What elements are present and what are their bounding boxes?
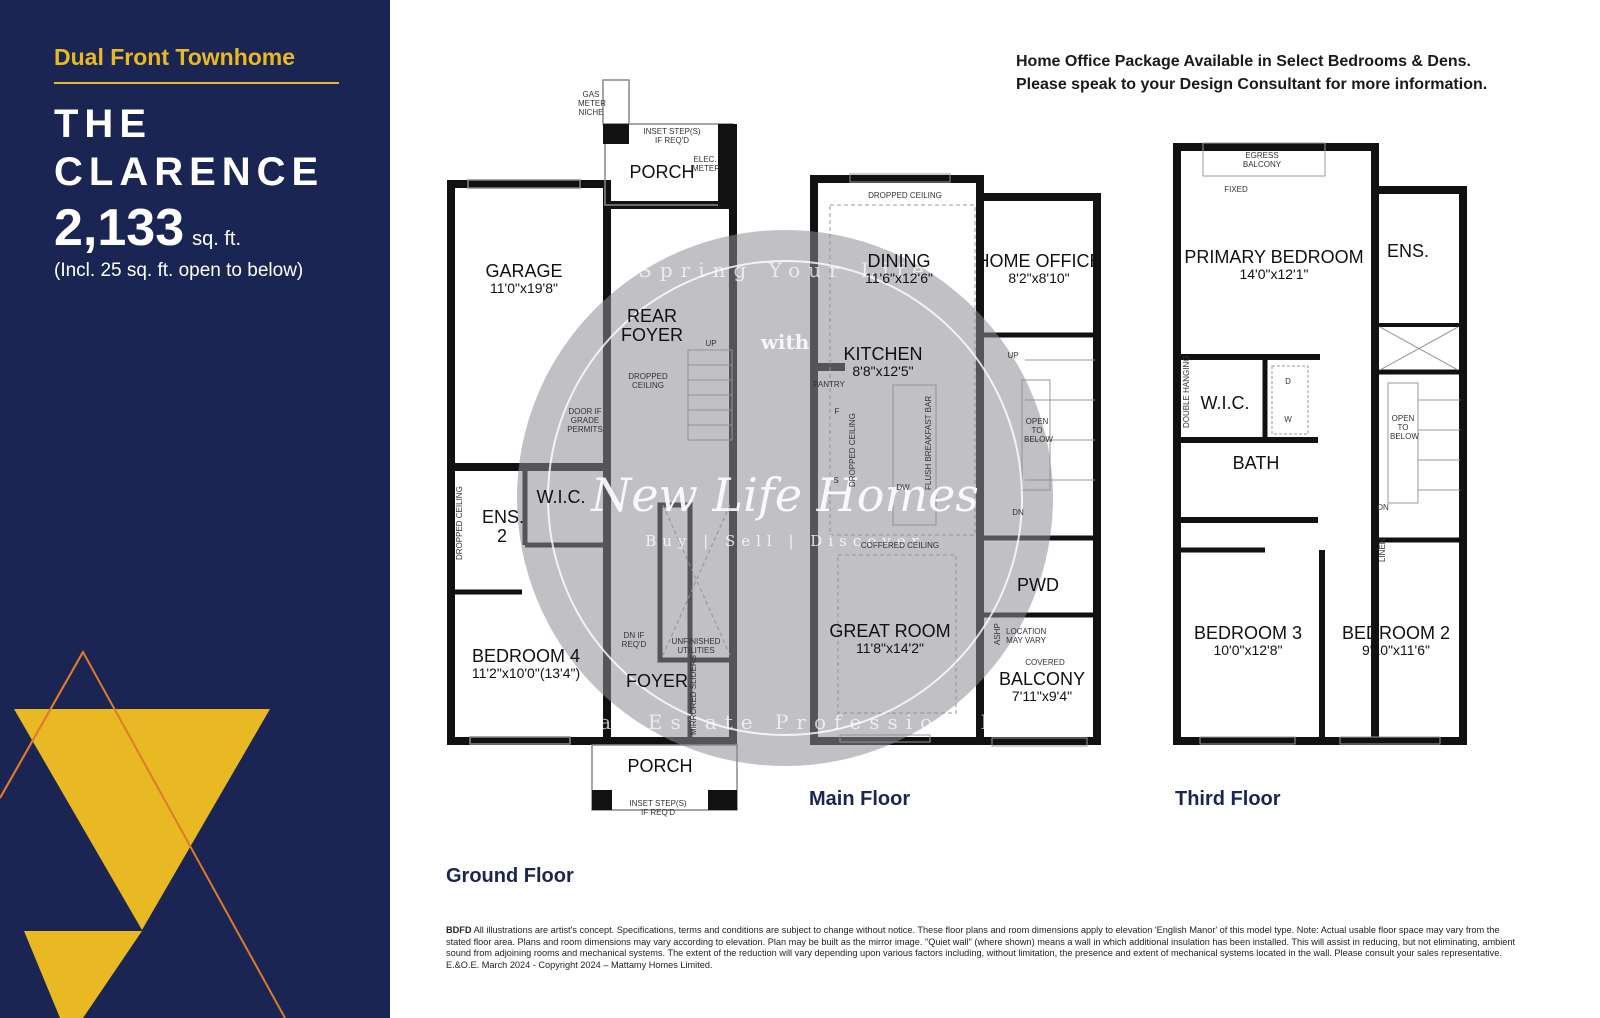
disclaimer-code: BDFD — [446, 925, 472, 935]
yellow-triangle-bottom — [24, 931, 142, 1018]
note: GAS METER NICHE — [578, 90, 606, 117]
garage-door — [467, 179, 581, 189]
pillar — [592, 790, 612, 810]
note: INSET STEP(S) IF REQ'D — [643, 127, 701, 145]
room-foyer: FOYER — [625, 671, 689, 691]
note: DROPPED CEILING — [628, 372, 668, 390]
pillar — [603, 124, 629, 144]
room-bath: BATH — [1232, 453, 1280, 473]
note: W — [1284, 415, 1292, 424]
note: D — [1285, 377, 1291, 386]
model-type: Dual Front Townhome — [54, 44, 296, 70]
note: FLUSH BREAKFAST BAR — [924, 395, 933, 490]
note: LOCATION MAY VARY — [1006, 627, 1047, 645]
sidebar-panel: Dual Front Townhome THE CLARENCE 2,133 sq… — [0, 0, 390, 1018]
note: F — [834, 407, 840, 416]
room-front-porch: PORCH — [627, 756, 693, 776]
note: UNFINISHED UTILITIES — [671, 637, 721, 655]
model-name-line2: CLARENCE — [54, 150, 325, 194]
room-rear-foyer: REAR FOYER — [620, 306, 683, 345]
third-details — [1199, 142, 1460, 745]
third-floor-walls — [1173, 143, 1467, 745]
third-east-block — [1371, 186, 1467, 745]
third-floor-label: Third Floor — [1175, 788, 1281, 810]
note: UP — [705, 339, 717, 348]
room-walk-in-closet-third: W.I.C. — [1200, 393, 1250, 413]
pillar — [708, 790, 737, 810]
note: DN — [1012, 508, 1024, 517]
note: DW — [896, 483, 910, 492]
note: ASHP — [993, 623, 1002, 645]
note: DROPPED CEILING — [848, 413, 857, 487]
note: DN — [1377, 503, 1389, 512]
note: DOOR IF GRADE PERMITS — [567, 407, 603, 434]
note: COVERED — [1025, 658, 1065, 667]
notice-line-1: Home Office Package Available in Select … — [1016, 53, 1471, 70]
gas-niche — [602, 79, 630, 125]
note: S — [833, 476, 839, 485]
sqft-note: (Incl. 25 sq. ft. open to below) — [54, 260, 304, 281]
room-ensuite-2: ENS. 2 — [482, 507, 525, 546]
note: DROPPED CEILING — [868, 191, 942, 200]
note: EGRESS BALCONY — [1242, 151, 1282, 169]
square-footage: 2,133 sq. ft. — [54, 198, 241, 258]
note: UP — [1007, 351, 1019, 360]
note: PANTRY — [813, 380, 845, 389]
notice-line-2: Please speak to your Design Consultant f… — [1016, 76, 1488, 93]
orange-line — [0, 651, 84, 799]
note: DROPPED CEILING — [455, 486, 464, 560]
divider — [54, 82, 339, 84]
note: LINEN — [1378, 538, 1387, 562]
pillar — [718, 124, 737, 208]
note: INSET STEP(S) IF REQ'D — [629, 799, 687, 817]
disclaimer: BDFD All illustrations are artist's conc… — [446, 925, 1518, 971]
note: OPEN TO BELOW — [1390, 414, 1419, 441]
note: COFFERED CEILING — [860, 541, 940, 550]
note: DN IF REQ'D — [621, 631, 647, 649]
note: MIRRORED SLIDERS — [689, 654, 698, 735]
decorative-triangles — [0, 649, 286, 1018]
disclaimer-text: All illustrations are artist's concept. … — [446, 925, 1516, 970]
model-name-line1: THE — [54, 102, 152, 146]
sqft-unit: sq. ft. — [192, 228, 242, 250]
room-powder: PWD — [1017, 575, 1059, 595]
room-ensuite: ENS. — [1386, 241, 1430, 261]
ground-floor-label: Ground Floor — [446, 865, 574, 887]
note: DOUBLE HANGING — [1182, 355, 1191, 428]
room-walk-in-closet: W.I.C. — [536, 487, 586, 507]
yellow-triangle-top — [14, 709, 270, 930]
note: OPEN TO BELOW — [1024, 417, 1053, 444]
note: FIXED — [1224, 185, 1248, 194]
main-floor-label: Main Floor — [809, 788, 911, 810]
home-office-notice: Home Office Package Available in Select … — [1016, 50, 1487, 96]
model-name: THE CLARENCE — [54, 100, 324, 196]
sqft-value: 2,133 — [54, 199, 185, 257]
room-rear-porch: PORCH — [629, 162, 695, 182]
note: ELEC. METER — [692, 155, 720, 173]
